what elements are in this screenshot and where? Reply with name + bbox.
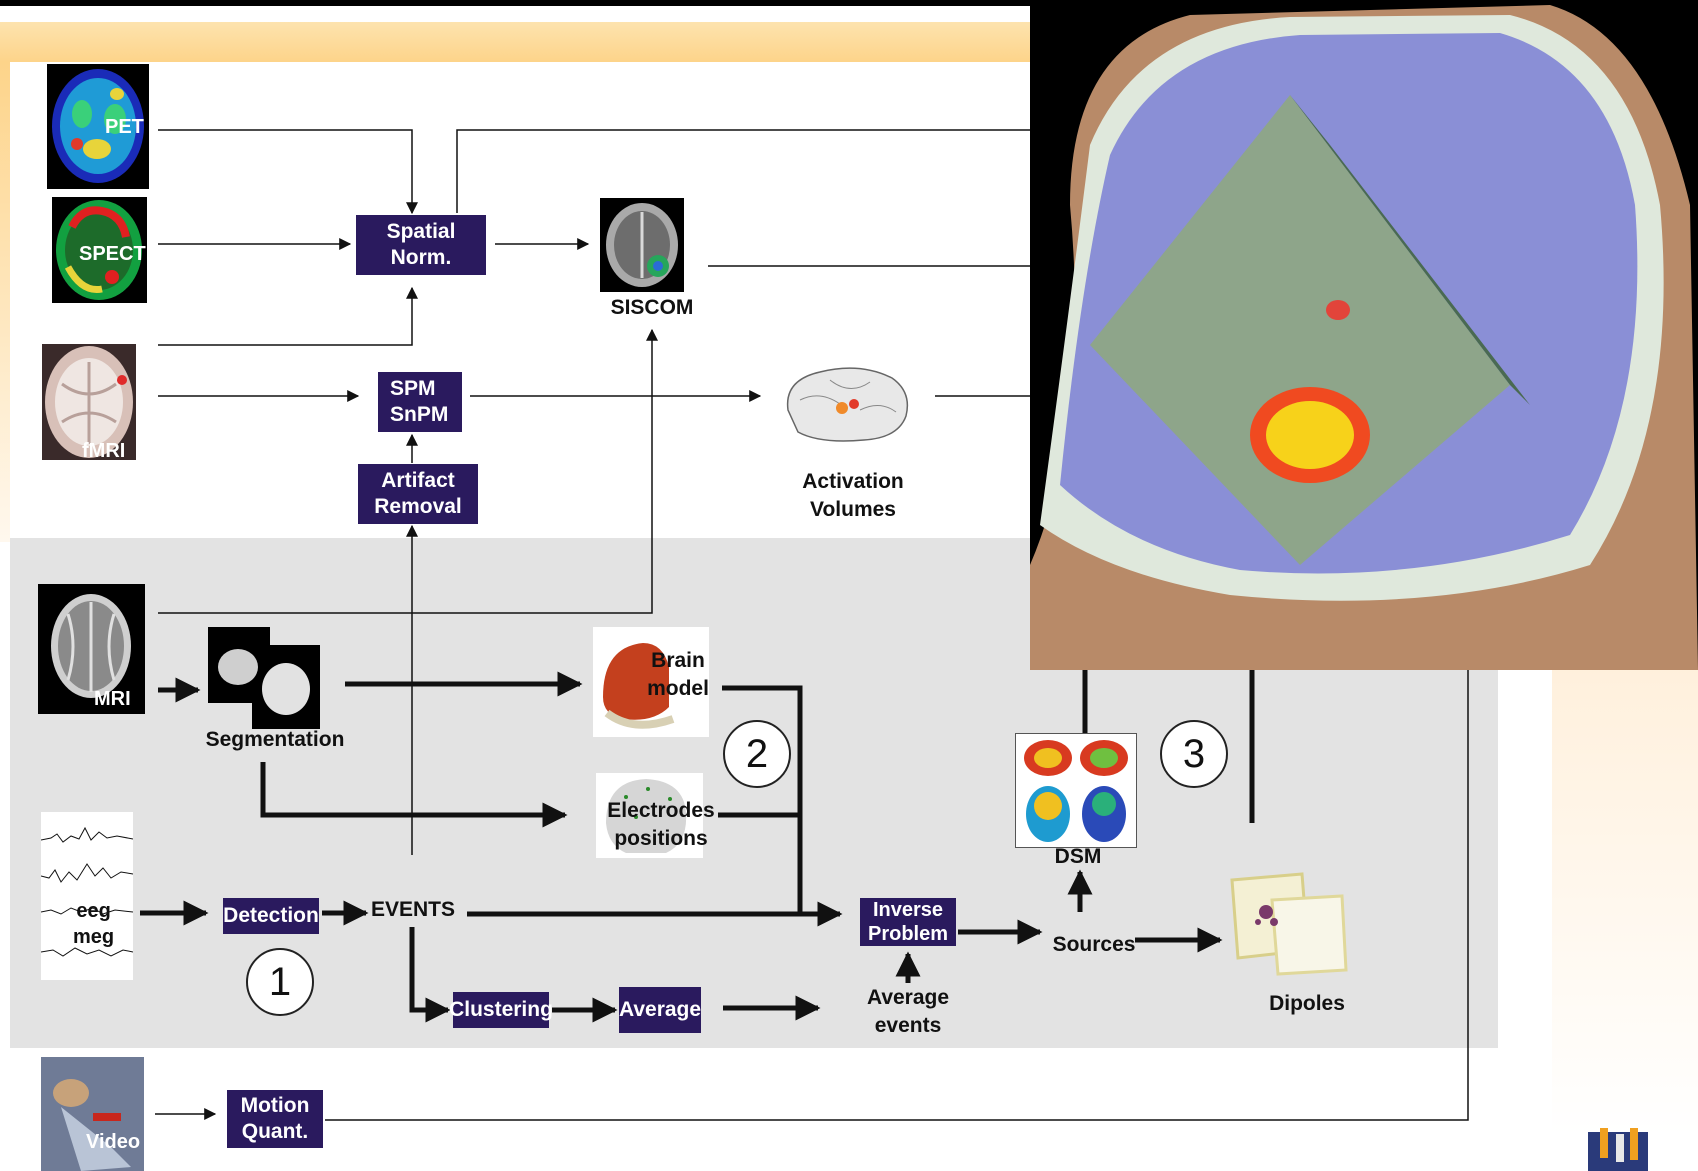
eeg-waveforms [41,826,133,957]
left-gradient-strip [0,62,10,542]
fmri-brain-graphic [45,346,133,458]
fmri-caption: fMRI [82,440,126,460]
mri-caption: MRI [94,688,131,710]
siscom-image [600,198,684,292]
clustering-box: Clustering [449,992,553,1028]
logo-graphic [1588,1128,1648,1171]
brain-cutaway-image [1030,5,1698,670]
brain-cutaway-graphic [1030,5,1698,670]
siscom-brain-graphic [606,203,678,287]
activation-volumes-label: Activation Volumes [802,470,904,521]
dsm-label: DSM [1054,845,1102,868]
dsm-heads-graphic [1024,740,1128,842]
pet-scan-image: PET [47,64,149,189]
average-events-label: Average events [866,986,950,1037]
inverse-problem-box: Inverse Problem [860,898,956,946]
dsm-image [1015,733,1137,848]
top-black-bar [0,0,1698,6]
electrodes-positions-image [596,773,703,858]
activation-brain-graphic [786,367,909,442]
motion-quant-box: Motion Quant. [227,1090,323,1148]
fmri-scan-image: fMRI [42,344,136,460]
average-box: Average [619,987,701,1033]
spm-snpm-box: SPM SnPM [378,372,462,432]
video-caption: Video [86,1131,141,1153]
dipoles-image [1222,870,1352,980]
step-2-circle: 2 [723,720,791,788]
eeg-meg-traces-image: eeg meg [41,812,133,980]
detection-box: Detection [223,898,319,934]
segmentation-label: Segmentation [205,728,345,751]
pet-caption: PET [105,116,144,138]
right-gradient-strip [1552,665,1698,1135]
corner-logo [1586,1126,1650,1171]
pet-brain-graphic [52,69,144,183]
video-frame-graphic [41,1057,144,1171]
activation-volumes-image [780,360,915,445]
segmentation-image [208,627,320,729]
eeg-meg-caption: eeg meg [73,900,115,948]
brain-model-graphic [603,643,675,729]
siscom-label: SISCOM [610,296,694,319]
spatial-norm-box: Spatial Norm. [356,215,486,275]
header-band [0,22,1040,62]
dipoles-label: Dipoles [1269,992,1345,1015]
dipoles-graphic [1230,872,1348,976]
spect-scan-image: SPECT [52,197,147,303]
spect-brain-graphic [56,200,142,300]
artifact-removal-box: Artifact Removal [358,464,478,524]
events-label: EVENTS [370,898,456,921]
sources-label: Sources [1052,933,1136,956]
mri-brain-graphic [51,594,131,698]
electrodes-positions-label: Electrodes positions [607,799,715,850]
brain-model-label: Brain model [647,649,709,700]
electrodes-head-graphic [606,779,687,853]
spect-caption: SPECT [79,243,146,265]
step-3-circle: 3 [1160,720,1228,788]
mri-scan-image: MRI [38,584,145,714]
video-frame-image: Video [41,1057,144,1171]
skull-graphic [218,649,310,715]
brain-model-image [593,627,709,737]
step-1-circle: 1 [246,948,314,1016]
